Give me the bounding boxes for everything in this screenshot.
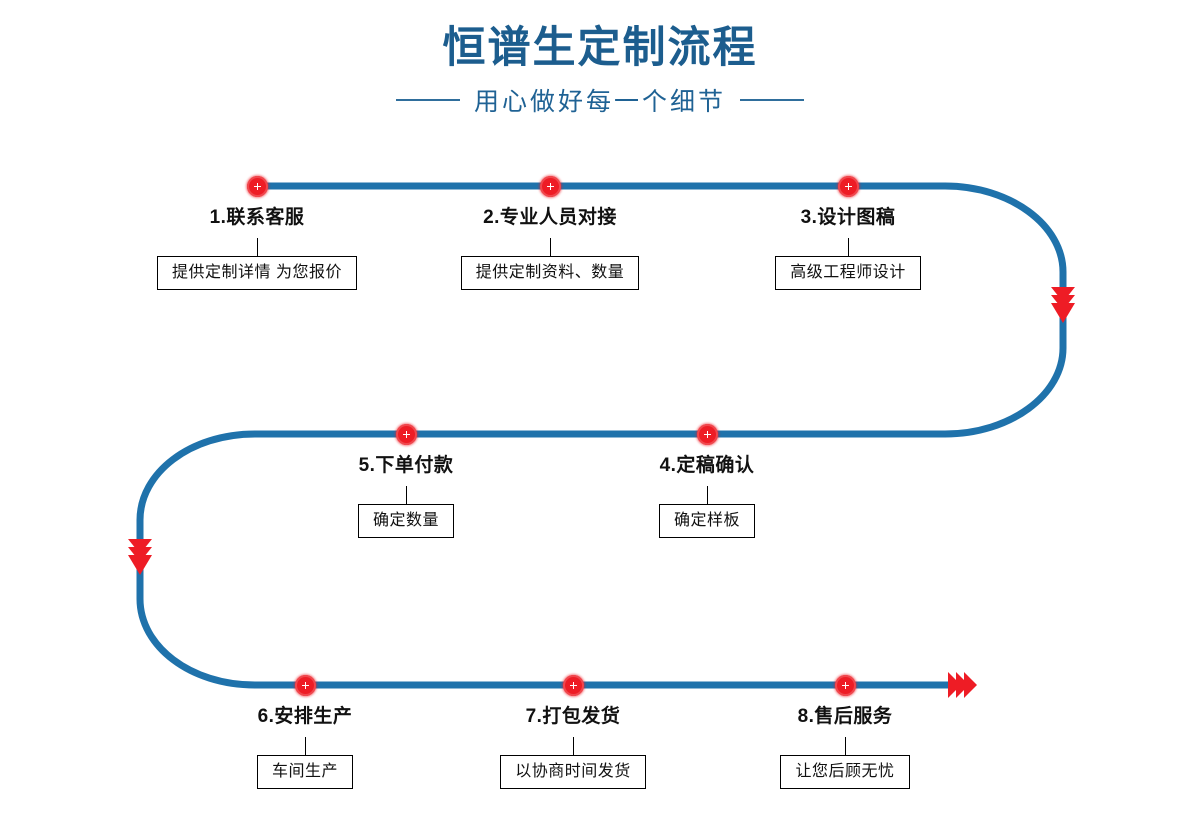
plus-icon [402,430,410,438]
step-2-box-wrap: 提供定制资料、数量 [400,256,700,291]
step-5: 5.下单付款确定数量 [256,455,556,539]
step-6-title: 6.安排生产 [257,706,353,727]
step-2-connector [549,238,551,256]
step-3-connector [847,238,849,256]
plus-icon [841,681,849,689]
step-5-title: 5.下单付款 [358,455,454,476]
step-1-detail-box: 提供定制详情 为您报价 [157,256,357,291]
step-5-connector [405,486,407,504]
plus-icon [253,182,261,190]
page-title: 恒谱生定制流程 [442,24,758,72]
plus-icon [546,182,554,190]
subtitle-rule-right [740,99,804,102]
page-header: 恒谱生定制流程 用心做好每一个细节 [0,0,1200,150]
plus-icon [569,681,577,689]
step-1-connector [256,238,258,256]
step-5-detail-box: 确定数量 [357,504,454,539]
flow-node-step-1[interactable] [246,175,268,197]
step-2-detail-box: 提供定制资料、数量 [460,256,640,291]
step-3-detail-box: 高级工程师设计 [775,256,921,291]
flow-node-step-5[interactable] [395,423,417,445]
step-7: 7.打包发货以协商时间发货 [423,706,723,790]
plus-icon [844,182,852,190]
step-7-box-wrap: 以协商时间发货 [423,755,723,790]
step-8: 8.售后服务让您后顾无忧 [695,706,995,790]
step-6: 6.安排生产车间生产 [155,706,455,790]
step-7-title: 7.打包发货 [525,706,621,727]
flow-node-step-6[interactable] [294,674,316,696]
step-6-detail-box: 车间生产 [256,755,353,790]
step-1-box-wrap: 提供定制详情 为您报价 [107,256,407,291]
step-4: 4.定稿确认确定样板 [557,455,857,539]
step-2: 2.专业人员对接提供定制资料、数量 [400,207,700,291]
step-3-box-wrap: 高级工程师设计 [698,256,998,291]
step-8-box-wrap: 让您后顾无忧 [695,755,995,790]
step-7-detail-box: 以协商时间发货 [500,755,646,790]
plus-icon [703,430,711,438]
step-4-connector [706,486,708,504]
step-8-title: 8.售后服务 [797,706,893,727]
down-arrow-left-curve-icon [128,539,152,575]
step-1-title: 1.联系客服 [209,207,305,228]
step-1: 1.联系客服提供定制详情 为您报价 [107,207,407,291]
step-4-box-wrap: 确定样板 [557,504,857,539]
step-7-connector [572,737,574,755]
step-6-box-wrap: 车间生产 [155,755,455,790]
step-4-title: 4.定稿确认 [659,455,755,476]
page-subtitle: 用心做好每一个细节 [473,88,726,117]
end-arrow-icon [948,672,977,698]
plus-icon [301,681,309,689]
step-3: 3.设计图稿高级工程师设计 [698,207,998,291]
subtitle-row: 用心做好每一个细节 [0,82,1200,118]
flow-node-step-8[interactable] [834,674,856,696]
step-8-detail-box: 让您后顾无忧 [780,755,910,790]
step-4-detail-box: 确定样板 [658,504,755,539]
step-2-title: 2.专业人员对接 [483,207,617,228]
step-3-title: 3.设计图稿 [800,207,896,228]
flow-node-step-4[interactable] [696,423,718,445]
down-arrow-right-curve-icon [1051,287,1075,323]
step-6-connector [304,737,306,755]
subtitle-rule-left [395,99,460,102]
flow-node-step-3[interactable] [837,175,859,197]
step-5-box-wrap: 确定数量 [256,504,556,539]
flow-node-step-7[interactable] [562,674,584,696]
flow-node-step-2[interactable] [539,175,561,197]
step-8-connector [844,737,846,755]
